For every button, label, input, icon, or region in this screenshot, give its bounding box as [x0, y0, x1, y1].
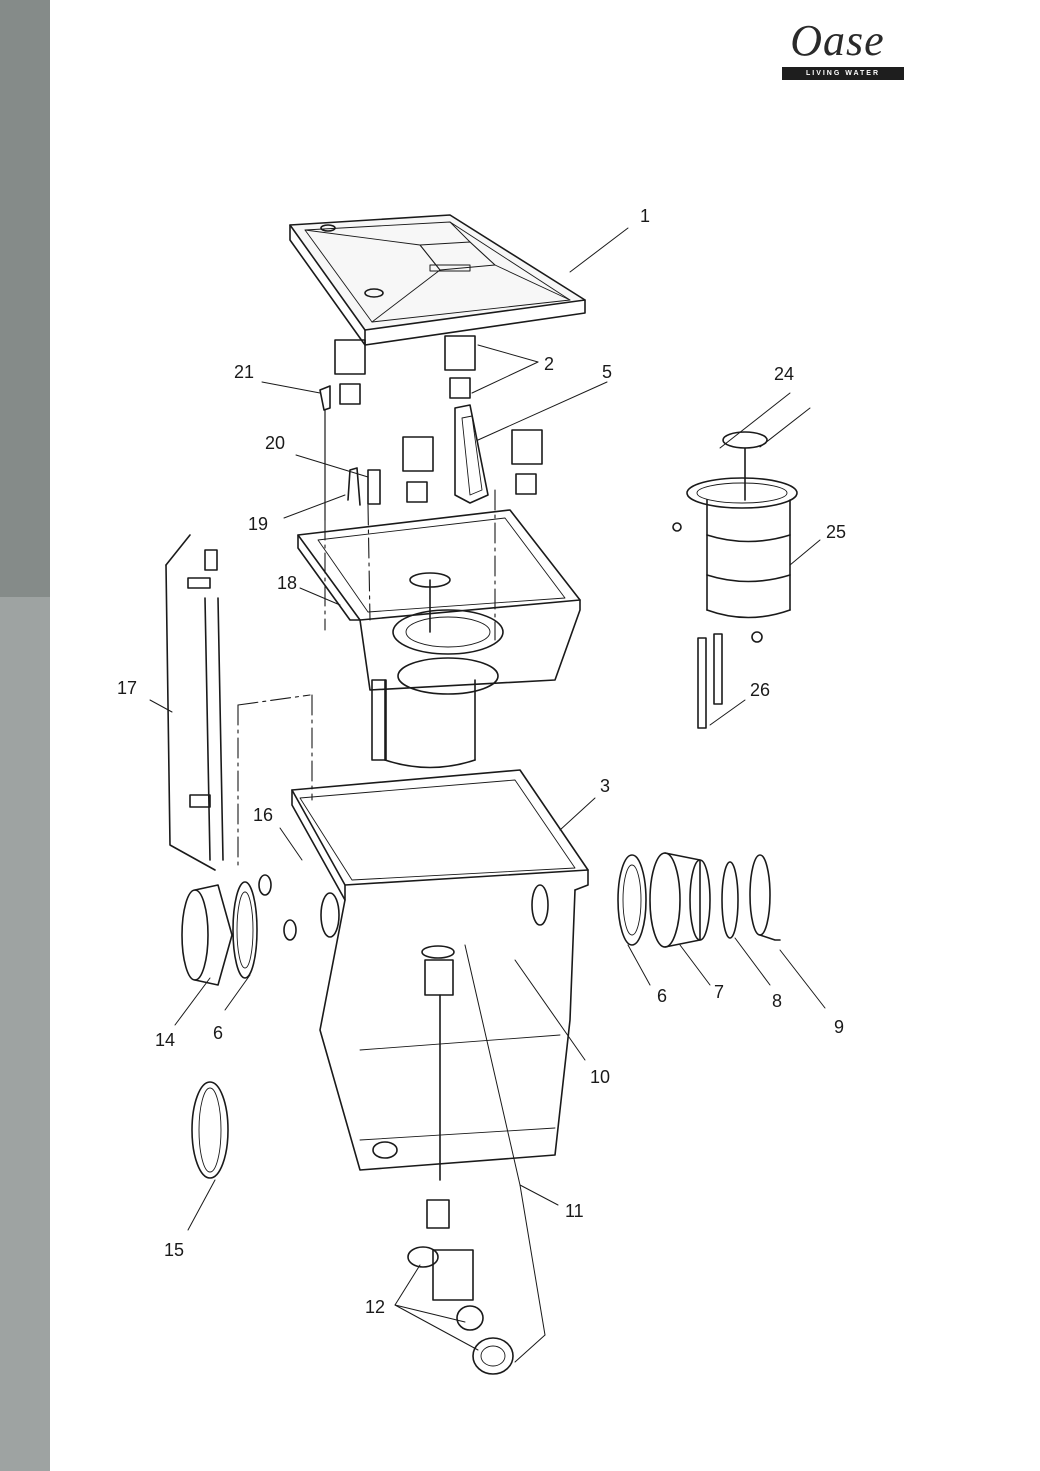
callout-17: 17	[117, 678, 137, 698]
callout-12: 12	[365, 1297, 385, 1317]
upper-tray-part	[297, 509, 581, 769]
callout-1: 1	[640, 206, 650, 226]
callout-7: 7	[714, 982, 724, 1002]
callout-3: 3	[600, 776, 610, 796]
callout-14: 14	[155, 1030, 175, 1050]
assembly-guide-lines	[237, 489, 496, 871]
callout-21: 21	[234, 362, 254, 382]
callout-6-right: 6	[657, 986, 667, 1006]
callout-9: 9	[834, 1017, 844, 1037]
callout-2: 2	[544, 354, 554, 374]
callout-11: 11	[565, 1201, 584, 1221]
callout-leaders	[149, 227, 826, 1363]
filter-cylinder-part	[672, 431, 798, 729]
callout-15: 15	[164, 1240, 184, 1260]
callout-5: 5	[602, 362, 612, 382]
callout-19: 19	[248, 514, 268, 534]
cover-plate-part	[454, 404, 489, 504]
callout-24: 24	[774, 364, 794, 384]
hose-part	[165, 534, 224, 871]
callout-25: 25	[826, 522, 846, 542]
brand-tagline: LIVING WATER	[805, 70, 881, 77]
ring-part	[191, 1081, 229, 1179]
brand-tagline-bar: LIVING WATER	[782, 67, 904, 80]
callout-20: 20	[265, 433, 285, 453]
sidebar-band-bottom	[0, 597, 50, 1471]
drain-valve-parts	[407, 945, 514, 1375]
sidebar-band-top	[0, 0, 50, 597]
brand-logo: Oase LIVING WATER	[770, 18, 905, 84]
brand-name: Oase	[790, 16, 885, 65]
inlet-coupling-parts	[181, 874, 297, 986]
main-chamber-part	[291, 769, 589, 1171]
callout-18: 18	[277, 573, 297, 593]
callout-26: 26	[750, 680, 770, 700]
clip-parts	[334, 335, 543, 503]
outlet-coupling-parts	[617, 852, 781, 948]
callout-16: 16	[253, 805, 273, 825]
callout-6-left: 6	[213, 1023, 223, 1043]
callout-10: 10	[590, 1067, 610, 1087]
callout-8: 8	[772, 991, 782, 1011]
lid-part	[289, 214, 586, 346]
